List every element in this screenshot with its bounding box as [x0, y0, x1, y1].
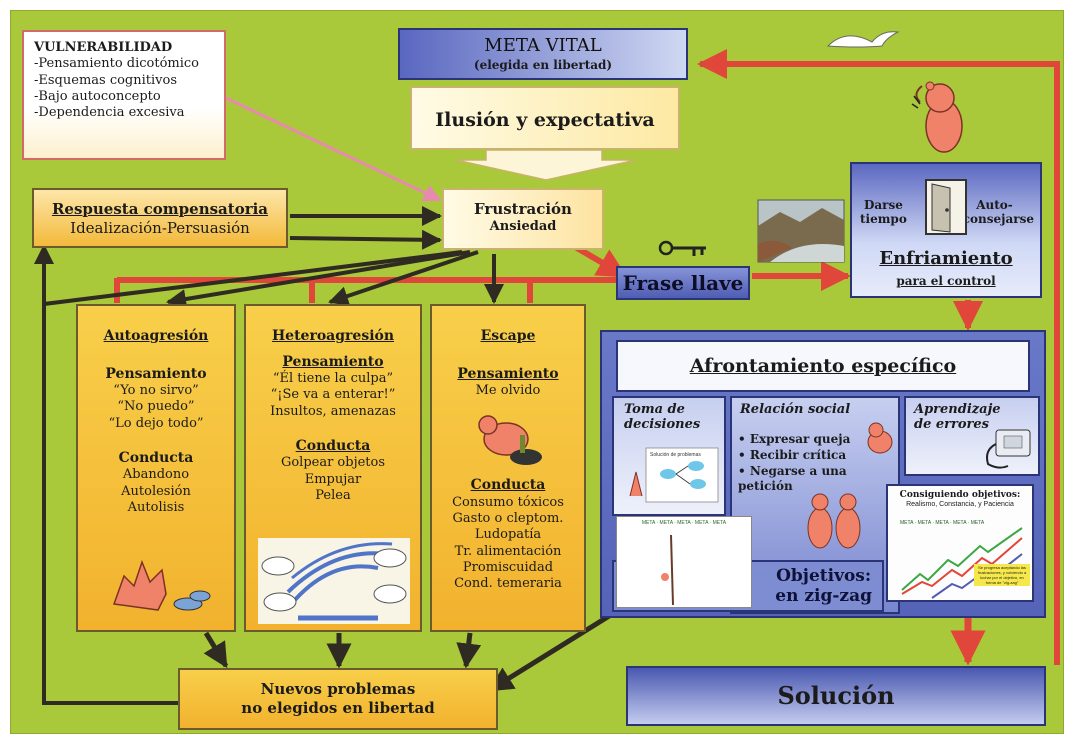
cooling-left-label: Darse tiempo	[860, 198, 907, 226]
conduct-item: Autolesión	[121, 483, 191, 499]
compensatory-title: Respuesta compensatoria	[51, 200, 269, 218]
conduct-item: Pelea	[315, 487, 351, 503]
vulnerability-box: VULNERABILIDAD -Pensamiento dicotómico -…	[22, 30, 226, 160]
column-autoagresion: Autoagresión Pensamiento “Yo no sirvo” “…	[76, 304, 236, 632]
thought-item: “Lo dejo todo”	[108, 415, 204, 431]
new-problems-box: Nuevos problemas no elegidos en libertad	[178, 668, 498, 730]
goals-chart-panel: Consiguiendo objetivos: Realismo, Consta…	[886, 484, 1034, 602]
frustration-title: Frustración	[474, 200, 572, 218]
thought-item: “Él tiene la culpa”	[272, 371, 394, 386]
thought-title: Pensamiento	[457, 365, 559, 382]
thought-item: Me olvido	[475, 383, 541, 398]
vulnerability-item: -Bajo autoconcepto	[34, 88, 161, 104]
decisions-panel: Toma de decisiones Solución de problemas	[612, 396, 726, 516]
illusion-box: Ilusión y expectativa	[410, 86, 680, 150]
thought-item: “No puedo”	[117, 399, 195, 415]
social-item: • Expresar queja	[738, 432, 851, 446]
conduct-item: Empujar	[304, 471, 362, 487]
conduct-item: Autolisis	[127, 499, 185, 515]
meta-subtitle: (elegida en libertad)	[473, 57, 613, 72]
conduct-title: Conducta	[295, 437, 371, 454]
bear-escape-icon	[478, 415, 542, 466]
thought-item: “¡Se va a enterar!”	[270, 387, 396, 403]
social-title: Relación social	[740, 402, 851, 417]
decision-tree-image: Solución de problemas	[629, 447, 719, 503]
conduct-title: Conducta	[470, 477, 546, 494]
goals-title: Consiguiendo objetivos:	[899, 490, 1021, 500]
errors-panel: Aprendizaje de errores	[904, 396, 1040, 476]
meta-title: META VITAL	[484, 35, 602, 56]
zigzag-chart-image: META · META · META · META · META Se prog…	[900, 520, 1030, 599]
compensatory-box: Respuesta compensatoria Idealización-Per…	[32, 188, 288, 248]
stairs-image: META · META · META · META · META	[616, 516, 752, 608]
column-escape: Escape Pensamiento Me olvido Conducta Co…	[430, 304, 586, 632]
thought-title: Pensamiento	[282, 353, 384, 370]
conduct-title: Conducta	[118, 449, 194, 466]
conduct-item: Gasto o cleptom.	[452, 511, 564, 526]
conduct-item: Ludopatía	[474, 527, 542, 543]
vulnerability-item: -Pensamiento dicotómico	[34, 56, 200, 72]
angry-bear-icon	[112, 559, 211, 611]
vulnerability-item: -Dependencia excesiva	[34, 105, 185, 120]
stairs-meta-strip: META · META · META · META · META	[641, 520, 727, 526]
conduct-item: Abandono	[122, 467, 190, 483]
coping-title: Afrontamiento específico	[689, 355, 957, 377]
cooling-right-label: Auto- aconsejarse	[954, 198, 1034, 226]
illusion-label: Ilusión y expectativa	[435, 109, 655, 131]
coping-title-box: Afrontamiento específico	[616, 340, 1030, 392]
social-item: • Recibir crítica	[738, 448, 847, 462]
progress-note: Se progresa aceptando las frustraciones,…	[974, 564, 1030, 586]
solution-box: Solución	[626, 666, 1046, 726]
conduct-item: Consumo tóxicos	[452, 494, 564, 510]
climber-icon	[661, 534, 674, 606]
social-item: • Negarse a una petición	[738, 464, 847, 493]
solution-label: Solución	[777, 681, 895, 710]
zigzag-label: Objetivos: en zig-zag	[775, 566, 872, 606]
meta-vital-box: META VITAL (elegida en libertad)	[398, 28, 688, 80]
conduct-item: Tr. alimentación	[454, 543, 562, 559]
thought-title: Pensamiento	[105, 365, 207, 382]
cooling-subtitle: para el control	[896, 274, 996, 288]
column-heteroagresion: Heteroagresión Pensamiento “Él tiene la …	[244, 304, 422, 632]
frustration-box: Frustración Ansiedad	[442, 188, 604, 250]
compensatory-subtitle: Idealización-Persuasión	[70, 218, 250, 237]
problem-solving-caption: Solución de problemas	[650, 452, 701, 458]
two-bears-icon	[807, 493, 861, 549]
new-problems-line2: no elegidos en libertad	[241, 698, 435, 717]
thought-item: Insultos, amenazas	[270, 403, 396, 419]
new-problems-line1: Nuevos problemas	[260, 680, 416, 698]
cooling-box: Darse tiempo Auto- aconsejarse Enfriamie…	[850, 162, 1042, 298]
column-title: Escape	[480, 328, 536, 344]
column-title: Autoagresión	[103, 328, 209, 344]
column-title: Heteroagresión	[271, 328, 395, 344]
telephone-icon	[986, 429, 1031, 469]
key-phrase-label: Frase llave	[622, 271, 744, 295]
errors-label: Aprendizaje de errores	[914, 402, 1001, 432]
conduct-item: Cond. temeraria	[454, 576, 562, 591]
door-icon	[925, 179, 967, 235]
conduct-item: Promiscuidad	[462, 559, 554, 575]
cooling-title: Enfriamiento	[879, 248, 1013, 269]
key-phrase-box: Frase llave	[616, 266, 750, 300]
goals-subtitle: Realismo, Constancia, y Paciencia	[906, 501, 1014, 509]
conduct-item: Golpear objetos	[280, 455, 386, 471]
frustration-subtitle: Ansiedad	[489, 218, 557, 234]
decisions-label: Toma de decisiones	[624, 402, 701, 432]
goals-meta-strip: META · META · META · META · META	[900, 520, 985, 526]
bear-small-icon	[867, 422, 893, 454]
vulnerability-title: VULNERABILIDAD	[34, 40, 173, 55]
thought-item: “Yo no sirvo”	[113, 383, 199, 398]
vulnerability-item: -Esquemas cognitivos	[34, 72, 178, 88]
sheep-fight-image	[258, 538, 410, 624]
